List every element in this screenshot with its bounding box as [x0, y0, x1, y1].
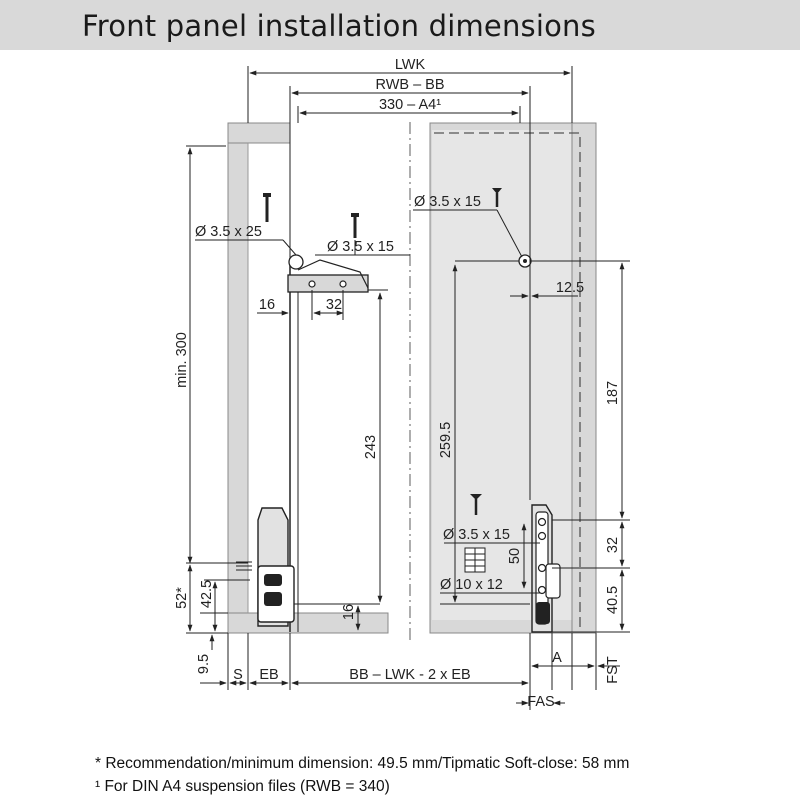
- left-cabinet-side: [227, 122, 249, 634]
- screw-icon: [492, 188, 502, 207]
- screw-icon: [470, 494, 482, 515]
- page-title: Front panel installation dimensions: [82, 9, 596, 43]
- left-runner-mechanism: [236, 507, 380, 627]
- dim-dowel: Ø 10 x 12: [440, 577, 503, 593]
- dim-40-5: 40.5: [605, 586, 621, 614]
- dim-330-a4: 330 – A4¹: [379, 97, 441, 113]
- screw-icon: [263, 193, 271, 222]
- dim-12-5: 12.5: [556, 280, 584, 296]
- dim-16-bottom: 16: [341, 604, 357, 620]
- dim-fas: FAS: [527, 694, 554, 710]
- right-cabinet-side: [571, 122, 597, 634]
- rear-bracket: [287, 254, 369, 293]
- dim-screw-15-right: Ø 3.5 x 15: [414, 194, 481, 210]
- dim-16-top: 16: [259, 297, 275, 313]
- dim-lwk: LWK: [395, 57, 426, 73]
- left-cabinet-top: [227, 122, 291, 144]
- dim-42-5: 42.5: [199, 580, 215, 608]
- dowel-icon: [464, 547, 486, 573]
- dim-rwb-bb: RWB – BB: [375, 77, 444, 93]
- dim-a: A: [552, 650, 562, 666]
- footnotes: * Recommendation/minimum dimension: 49.5…: [95, 755, 629, 801]
- left-cabinet-bottom: [227, 612, 389, 634]
- dim-52: 52*: [174, 587, 190, 609]
- dim-32-top: 32: [326, 297, 342, 313]
- dim-9-5: 9.5: [196, 654, 212, 674]
- dim-screw-15-bottom: Ø 3.5 x 15: [443, 527, 510, 543]
- dim-50: 50: [507, 548, 523, 564]
- right-front-bracket: [531, 504, 561, 633]
- dim-259-5: 259.5: [438, 422, 454, 458]
- title-bar: Front panel installation dimensions: [0, 0, 800, 50]
- footnote-recommendation: * Recommendation/minimum dimension: 49.5…: [95, 755, 630, 772]
- dim-screw-25: Ø 3.5 x 25: [195, 224, 262, 240]
- right-panel-dashed-edge: [434, 132, 581, 628]
- dim-187: 187: [605, 381, 621, 405]
- dim-s: S: [233, 667, 243, 683]
- dim-min-300: min. 300: [174, 332, 190, 388]
- dim-32-right: 32: [605, 537, 621, 553]
- installation-diagram: LWK RWB – BB 330 – A4¹ Ø 3.5 x 25 Ø 3.5 …: [174, 57, 630, 710]
- footnote-din-a4: ¹ For DIN A4 suspension files (RWB = 340…: [95, 778, 390, 795]
- dim-bb-formula: BB – LWK - 2 x EB: [349, 667, 470, 683]
- dim-screw-15-left: Ø 3.5 x 15: [327, 239, 394, 255]
- screw-icon: [351, 213, 359, 238]
- dim-fst: FST: [605, 656, 621, 684]
- dim-eb: EB: [259, 667, 278, 683]
- dim-243: 243: [363, 435, 379, 459]
